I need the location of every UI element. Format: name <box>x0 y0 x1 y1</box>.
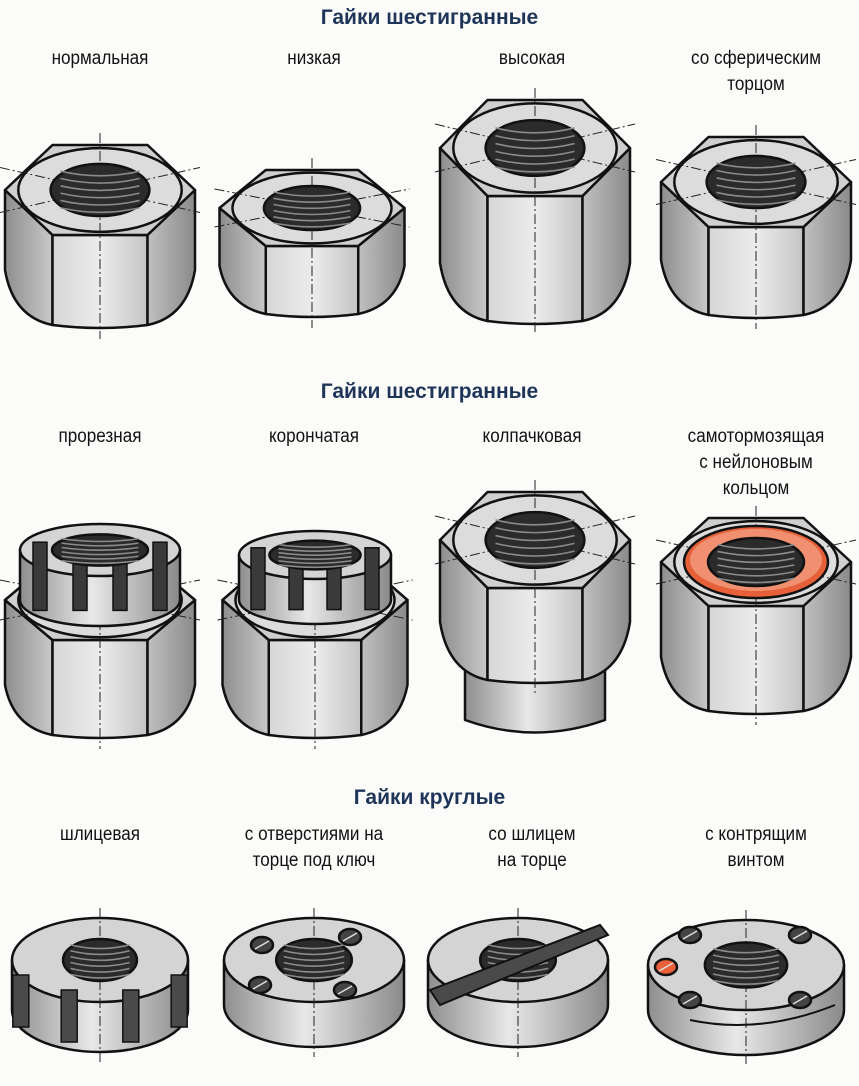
nut-label-line: корончатая <box>268 426 360 447</box>
split-line <box>689 1004 836 1026</box>
nut-label-line: высокая <box>498 48 566 69</box>
nut-round-slotted <box>10 908 190 1062</box>
nut-label: нормальная <box>0 46 204 72</box>
hex-right-face <box>581 538 632 682</box>
nut-round-holes <box>222 908 406 1057</box>
locking-screw-icon <box>653 957 679 977</box>
nut-round-slot <box>426 908 610 1057</box>
nut-label-line: на торце <box>497 850 567 871</box>
nut-low <box>214 158 410 328</box>
nut-label: колпачковая <box>429 424 636 450</box>
hex-right-face <box>802 560 853 713</box>
threaded-hole <box>705 154 807 210</box>
face-slot <box>428 923 610 1007</box>
nut-label: со шлицем на торце <box>429 822 636 874</box>
edge-slot <box>170 974 188 1028</box>
nut-label-line: нормальная <box>51 48 149 69</box>
castle-crown <box>237 529 393 626</box>
nut-label: низкая <box>211 46 418 72</box>
threaded-hole <box>262 184 362 232</box>
crown-slot <box>364 547 380 611</box>
threaded-hole <box>703 941 789 989</box>
wrench-hole <box>247 975 273 995</box>
nut-label-line: низкая <box>287 48 341 69</box>
edge-slot <box>122 989 140 1043</box>
threaded-hole <box>274 937 354 983</box>
nut-slotted <box>0 522 201 749</box>
threaded-hole <box>49 162 151 218</box>
nut-label-line: торцом <box>727 74 785 95</box>
nut-label-line: прорезная <box>58 426 142 447</box>
nut-label: самотормозящая с нейлоновым кольцом <box>653 424 859 502</box>
hex-right-face <box>360 598 409 737</box>
nut-label-line: шлицевая <box>59 824 141 845</box>
nut-label-line: винтом <box>727 850 785 871</box>
nut-label: прорезная <box>0 424 204 450</box>
slotted-crown <box>18 522 182 628</box>
nut-label: шлицевая <box>0 822 204 848</box>
wrench-hole <box>249 935 275 955</box>
nut-castle <box>217 529 413 749</box>
threaded-hole <box>61 937 139 983</box>
nut-label: с отверстиями на торце под ключ <box>211 822 418 874</box>
wrench-hole <box>332 980 358 1000</box>
nut-label-line: со сферическим <box>691 48 821 69</box>
section-title: Гайки шестигранные <box>320 380 539 403</box>
nut-label-line: колпачковая <box>482 426 582 447</box>
edge-slot <box>12 974 30 1028</box>
threaded-hole <box>268 539 362 571</box>
nut-nylon <box>655 506 857 725</box>
nut-label-line: самотормозящая <box>687 426 825 447</box>
crown-slot <box>32 541 48 612</box>
nut-spherical <box>655 125 857 329</box>
nut-normal <box>0 133 201 339</box>
hex-right-face <box>802 180 853 317</box>
threaded-hole <box>706 536 806 588</box>
nut-label-line: со шлицем <box>488 824 576 845</box>
threaded-hole <box>50 533 150 567</box>
crown-slot <box>250 547 266 611</box>
wrench-hole <box>787 990 813 1010</box>
nut-label-line: с контрящим <box>705 824 807 845</box>
nut-cap <box>434 480 636 734</box>
nut-label-line: торце под ключ <box>252 850 376 871</box>
nut-label: высокая <box>429 46 636 72</box>
wrench-hole <box>787 925 813 945</box>
section-title: Гайки шестигранные <box>320 6 539 29</box>
nut-label-line: кольцом <box>722 478 790 499</box>
nut-high <box>434 88 636 335</box>
nut-round-screw <box>646 910 846 1065</box>
threaded-hole <box>484 510 586 570</box>
wrench-hole <box>677 925 703 945</box>
nut-label: корончатая <box>211 424 418 450</box>
section-title: Гайки круглые <box>353 786 506 809</box>
nut-label: с контрящим винтом <box>653 822 859 874</box>
edge-slot <box>60 989 78 1043</box>
hex-right-face <box>146 598 197 737</box>
threaded-hole <box>484 118 586 178</box>
hex-right-face <box>357 206 406 316</box>
nut-label: со сферическим торцом <box>653 46 859 98</box>
nut-label-line: с нейлоновым <box>699 452 813 473</box>
crown-slot <box>152 541 168 612</box>
wrench-hole <box>337 927 363 947</box>
hex-right-face <box>581 146 632 323</box>
wrench-hole <box>677 990 703 1010</box>
nut-label-line: с отверстиями на <box>244 824 384 845</box>
